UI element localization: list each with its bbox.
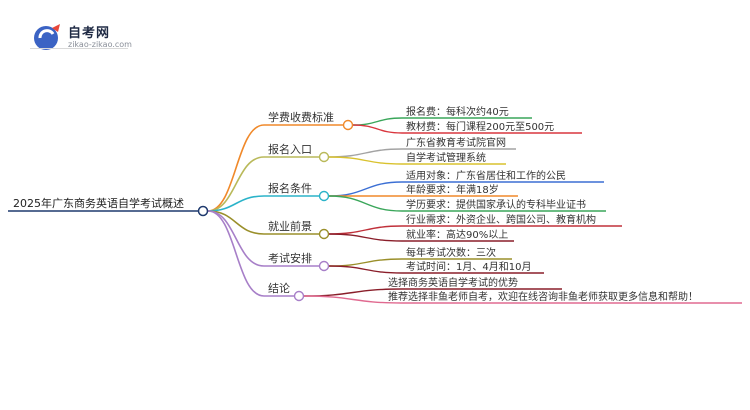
child-connector-0-0	[352, 117, 403, 126]
branch-node-0[interactable]	[342, 119, 354, 131]
branch-node-3[interactable]	[318, 228, 330, 240]
child-connector-5-1	[303, 295, 403, 304]
child-label-2-0[interactable]: 适用对象：广东省居住和工作的公民	[406, 169, 566, 182]
branch-label-1[interactable]: 报名入口	[268, 142, 312, 156]
root-connector-2	[207, 195, 265, 212]
child-connector-2-0	[328, 181, 403, 197]
root-connector-5	[207, 210, 265, 297]
header-divider	[30, 48, 128, 49]
child-label-1-0[interactable]: 广东省教育考试院官网	[406, 136, 506, 149]
child-connector-4-1	[328, 265, 403, 274]
logo-domain: zikao-zikao.com	[68, 40, 132, 49]
child-connector-1-1	[328, 156, 403, 165]
child-label-0-1[interactable]: 教材费：每门课程200元至500元	[406, 120, 554, 133]
root-connector-4	[207, 210, 265, 267]
branch-node-5[interactable]	[293, 290, 305, 302]
child-connector-4-0	[328, 258, 403, 267]
root-connector-1	[207, 156, 265, 212]
branch-node-1[interactable]	[318, 151, 330, 163]
child-label-4-1[interactable]: 考试时间：1月、4月和10月	[406, 260, 531, 273]
child-label-3-0[interactable]: 行业需求：外资企业、跨国公司、教育机构	[406, 213, 596, 226]
site-logo[interactable]: 自考网 zikao-zikao.com	[32, 20, 142, 54]
logo-badge-icon	[34, 24, 60, 50]
branch-label-2[interactable]: 报名条件	[268, 181, 312, 195]
branch-node-4[interactable]	[318, 260, 330, 272]
child-label-5-0[interactable]: 选择商务英语自学考试的优势	[388, 276, 518, 289]
branch-label-5[interactable]: 结论	[268, 281, 290, 295]
child-label-5-1[interactable]: 推荐选择非鱼老师自考，欢迎在线咨询非鱼老师获取更多信息和帮助！	[388, 290, 698, 303]
branch-label-4[interactable]: 考试安排	[268, 251, 312, 265]
root-label: 2025年广东商务英语自学考试概述	[13, 196, 184, 210]
child-connector-1-0	[328, 148, 403, 158]
child-label-2-1[interactable]: 年龄要求：年满18岁	[406, 183, 499, 196]
child-label-4-0[interactable]: 每年考试次数：三次	[406, 246, 496, 259]
child-connector-3-0	[328, 225, 403, 235]
branch-node-2[interactable]	[318, 190, 330, 202]
branch-label-3[interactable]: 就业前景	[268, 219, 312, 233]
child-label-0-0[interactable]: 报名费：每科次约40元	[406, 105, 509, 118]
root-node[interactable]	[197, 205, 209, 217]
branch-label-0[interactable]: 学费收费标准	[268, 110, 334, 124]
child-label-2-2[interactable]: 学历要求：提供国家承认的专科毕业证书	[406, 198, 586, 211]
child-label-3-1[interactable]: 就业率：高达90%以上	[406, 228, 508, 241]
child-connector-3-1	[328, 233, 403, 242]
child-connector-0-1	[352, 124, 403, 134]
root-connector-0	[207, 124, 265, 212]
child-connector-2-2	[328, 195, 403, 212]
child-label-1-1[interactable]: 自学考试管理系统	[406, 151, 486, 164]
logo-name: 自考网	[68, 26, 111, 41]
